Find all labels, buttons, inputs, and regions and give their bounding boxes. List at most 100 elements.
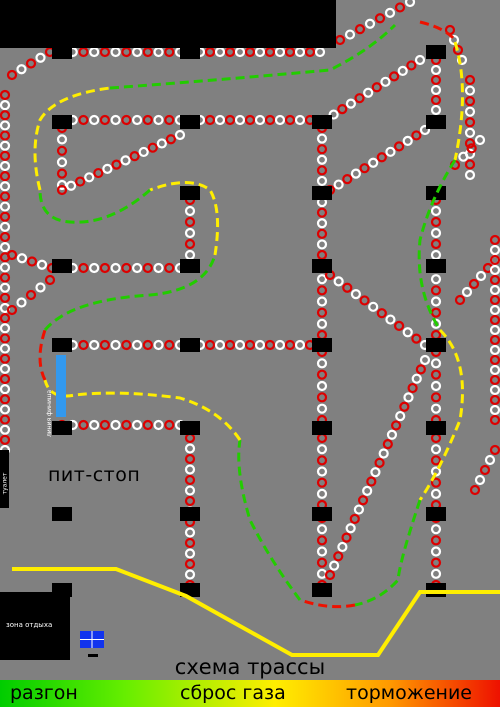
pillar <box>312 507 332 521</box>
tire <box>0 140 11 151</box>
tire <box>294 114 306 126</box>
tire <box>99 419 111 431</box>
tire <box>184 548 196 559</box>
tire <box>142 419 153 431</box>
tire <box>350 288 362 300</box>
tire <box>466 143 477 154</box>
tire <box>184 527 196 538</box>
tire <box>316 524 328 535</box>
tire <box>316 403 328 414</box>
tire <box>0 171 11 182</box>
tire <box>316 133 328 144</box>
tire <box>284 114 296 126</box>
tire <box>484 454 496 466</box>
tire <box>174 129 186 141</box>
tire <box>316 444 328 455</box>
tire <box>407 382 418 394</box>
tire <box>464 74 476 86</box>
tire <box>184 464 196 475</box>
tire <box>464 117 476 128</box>
tire <box>464 106 476 117</box>
tire <box>390 420 402 431</box>
tire <box>89 419 100 431</box>
tire <box>184 205 196 217</box>
legend-coast: сброс газа <box>180 682 286 704</box>
tire <box>452 44 464 56</box>
tire <box>430 227 442 239</box>
tire <box>368 157 379 168</box>
tire <box>316 144 328 155</box>
tire <box>164 419 175 431</box>
racing-segment <box>237 439 302 601</box>
tire <box>0 434 11 445</box>
tire <box>164 339 175 351</box>
tire <box>430 358 442 369</box>
tire <box>475 270 487 282</box>
tire <box>264 114 276 126</box>
tire <box>316 466 328 477</box>
tire <box>224 114 236 126</box>
tire <box>316 318 328 329</box>
tire <box>102 163 113 174</box>
tire <box>184 443 196 454</box>
tire <box>0 110 11 121</box>
tire <box>489 314 500 326</box>
tire <box>399 401 410 412</box>
racing-segment <box>149 181 220 256</box>
tire <box>411 130 422 141</box>
tire <box>489 344 500 356</box>
tire <box>430 318 442 329</box>
tire <box>316 432 328 444</box>
tire <box>6 249 18 261</box>
tire <box>165 134 177 145</box>
tire <box>316 228 328 239</box>
tire <box>214 46 226 58</box>
tire <box>274 339 286 351</box>
tire <box>430 488 442 499</box>
tire <box>204 46 216 58</box>
tire <box>0 353 11 364</box>
tire <box>333 551 344 562</box>
tire <box>359 295 370 306</box>
legend-gradient: разгон сброс газа торможение <box>0 680 500 707</box>
tire <box>131 46 143 58</box>
tire <box>402 135 413 147</box>
racing-segment <box>43 254 217 331</box>
tire <box>131 114 143 126</box>
tire <box>184 216 196 228</box>
tire <box>314 46 326 58</box>
tire <box>374 457 385 468</box>
racing-segment <box>109 23 397 90</box>
tire <box>131 419 143 431</box>
tire <box>349 513 360 525</box>
racing-segment <box>354 499 422 607</box>
tire <box>131 262 143 274</box>
finish-line-label: линия финиша <box>46 389 54 438</box>
tire <box>110 114 121 126</box>
tire <box>406 60 417 71</box>
tire <box>430 380 442 392</box>
tire <box>430 74 442 86</box>
tire <box>489 364 500 376</box>
tire <box>489 234 500 246</box>
tire <box>382 439 393 450</box>
tire <box>0 363 11 374</box>
tire <box>0 231 11 243</box>
tire <box>110 262 121 274</box>
tire <box>430 285 442 296</box>
tire <box>393 141 405 152</box>
tire <box>0 150 11 161</box>
tire <box>16 64 27 75</box>
tire <box>0 242 11 253</box>
pillar <box>180 507 200 521</box>
toilet-label: туалет <box>1 472 9 495</box>
pillar <box>312 259 332 273</box>
tire <box>78 114 89 126</box>
tire <box>184 485 196 496</box>
tire <box>474 474 486 486</box>
tire <box>454 294 466 306</box>
tire <box>376 152 387 163</box>
tire <box>354 24 366 35</box>
tire <box>0 201 11 212</box>
